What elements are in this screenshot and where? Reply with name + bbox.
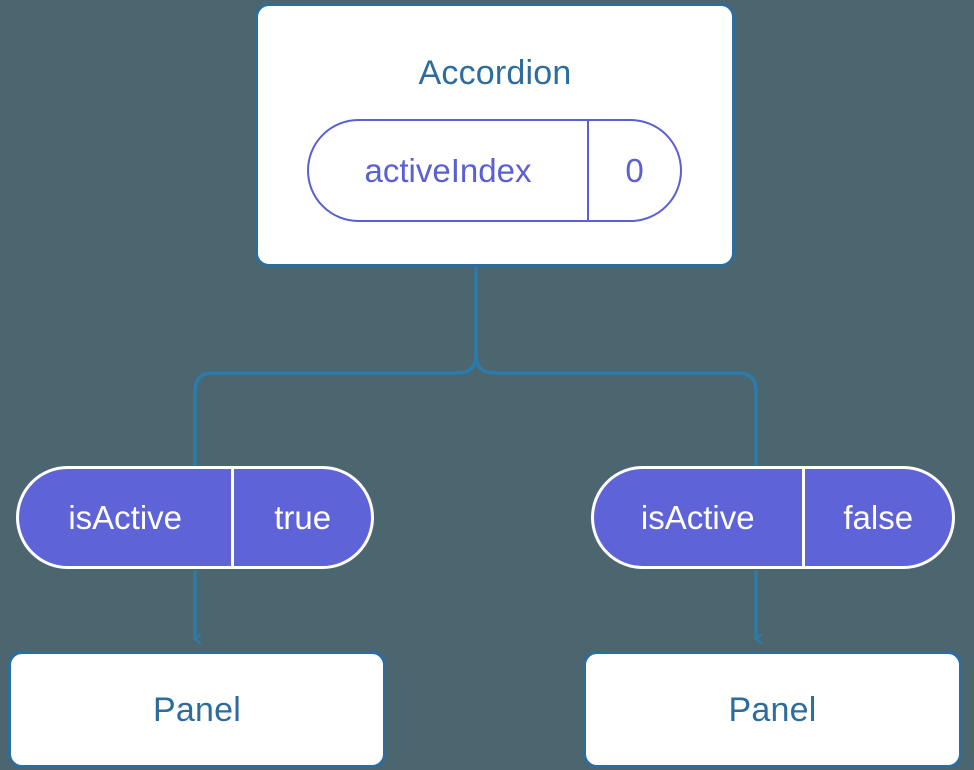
prop-pill-is-active-left-key: isActive xyxy=(68,499,183,536)
state-pill-active-index-value: 0 xyxy=(586,121,680,220)
panel-title-left: Panel xyxy=(153,690,241,729)
prop-pill-is-active-left-value: true xyxy=(231,469,371,566)
prop-pill-is-active-right-key: isActive xyxy=(640,499,755,536)
state-pill-active-index[interactable]: activeIndex 0 xyxy=(307,119,682,222)
tree-split-connector-icon xyxy=(193,265,758,468)
panel-component-left[interactable]: Panel xyxy=(8,651,386,768)
state-pill-active-index-key: activeIndex xyxy=(364,152,532,189)
panel-component-right[interactable]: Panel xyxy=(583,651,962,768)
panel-title-right: Panel xyxy=(728,690,817,729)
prop-pill-is-active-right[interactable]: isActive false xyxy=(591,466,955,569)
prop-pill-is-active-right-value: false xyxy=(801,469,953,566)
prop-pill-is-active-left[interactable]: isActive true xyxy=(16,466,374,569)
accordion-title: Accordion xyxy=(418,54,572,92)
